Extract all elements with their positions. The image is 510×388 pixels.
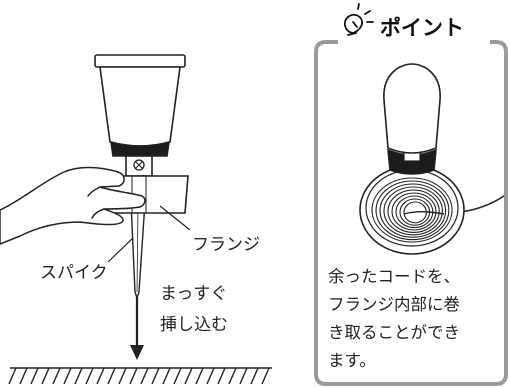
- ground-hatch-line: [96, 367, 105, 385]
- ground-hatch-line: [217, 367, 226, 385]
- ground-hatch-line: [151, 367, 160, 385]
- ground-hatch-line: [195, 367, 204, 385]
- ground-hatch-line: [140, 367, 149, 385]
- ground-hatch-line: [52, 367, 61, 385]
- ground-hatch-line: [239, 367, 248, 385]
- ground: [8, 367, 272, 385]
- ground-hatch-line: [85, 367, 94, 385]
- cord-coil: [391, 192, 437, 231]
- cord-coil: [375, 180, 450, 241]
- point-title: ポイント: [380, 16, 464, 40]
- insert-instruction-line2: 挿し込む: [160, 315, 228, 335]
- insert-arrow: [130, 296, 144, 360]
- insert-instruction-line1: まっすぐ: [160, 284, 227, 304]
- ground-hatch-line: [162, 367, 171, 385]
- hand: [0, 166, 146, 245]
- point-text-line-4: ます。: [328, 351, 376, 370]
- flange-label: フランジ: [192, 235, 260, 255]
- ground-hatch-line: [63, 367, 72, 385]
- point-text-line-2: フランジ内部に巻: [328, 295, 460, 314]
- spike-label: スパイク: [40, 263, 108, 283]
- cord-coil: [383, 186, 443, 236]
- ground-hatch-line: [30, 367, 39, 385]
- point-text-line-1: 余ったコードを、: [328, 267, 460, 286]
- point-panel: ポイント 余ったコードを、 フランジ内部に巻 き取ることができ ます。: [314, 3, 508, 386]
- ground-hatch-line: [206, 367, 215, 385]
- point-text-line-3: き取ることができ: [328, 323, 460, 342]
- ground-hatch-line: [74, 367, 83, 385]
- lightbulb-icon: [343, 3, 374, 36]
- ground-hatch-line: [41, 367, 50, 385]
- coiled-cord-illustration: [359, 63, 505, 255]
- ground-hatch-line: [19, 367, 28, 385]
- ground-hatch-line: [107, 367, 116, 385]
- ground-hatch-line: [173, 367, 182, 385]
- ground-hatch-line: [129, 367, 138, 385]
- cord-coil: [387, 189, 440, 233]
- cord-coil: [371, 177, 453, 243]
- ground-hatch-line: [261, 367, 270, 385]
- ground-hatch-line: [118, 367, 127, 385]
- cord-coil: [379, 183, 447, 238]
- spike: [130, 201, 146, 301]
- lamp-head: [94, 54, 186, 177]
- ground-hatch-line: [228, 367, 237, 385]
- ground-hatch-line: [8, 367, 17, 385]
- leader-lines: [107, 205, 191, 263]
- ground-hatch-line: [250, 367, 259, 385]
- ground-hatch-line: [184, 367, 193, 385]
